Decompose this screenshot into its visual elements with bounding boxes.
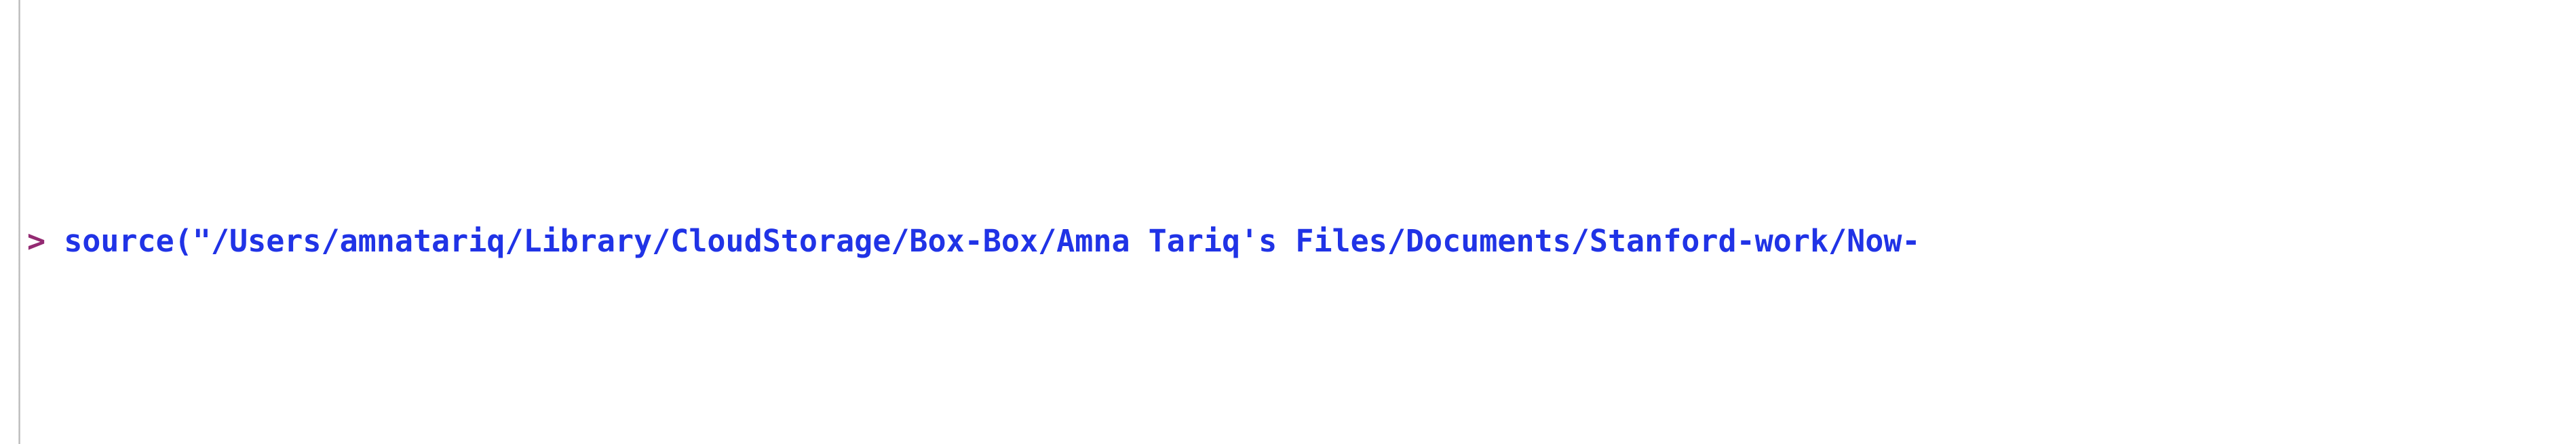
command-text-source: source("/Users/amnatariq/Library/CloudSt… [64, 223, 1921, 259]
console-line-command-source: > source("/Users/amnatariq/Library/Cloud… [27, 216, 2576, 266]
console-gutter-rule [18, 0, 20, 444]
prompt-symbol: > [27, 223, 64, 259]
console-output-area[interactable]: > source("/Users/amnatariq/Library/Cloud… [27, 12, 2576, 444]
